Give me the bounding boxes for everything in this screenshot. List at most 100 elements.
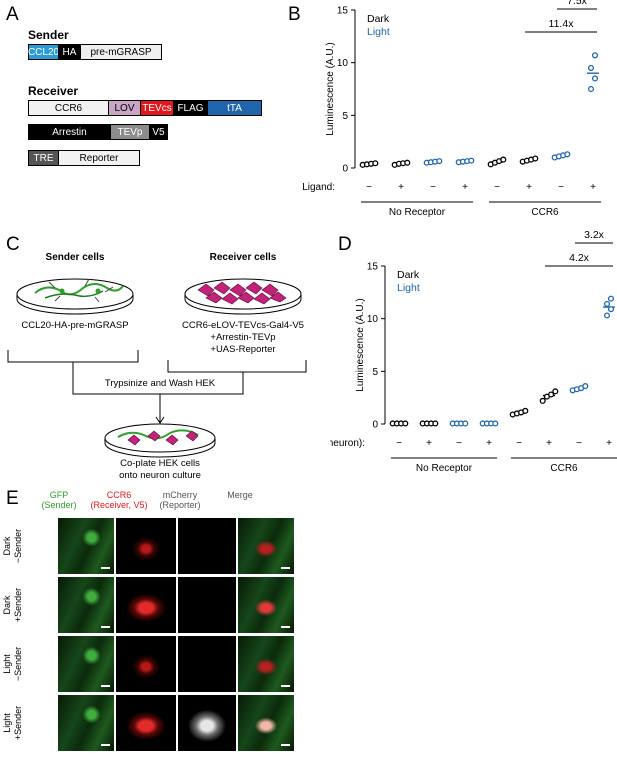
row-label-line1: Dark — [2, 536, 12, 556]
condition-axis-label: Ligand: — [302, 182, 335, 193]
data-point — [587, 64, 595, 71]
construct-segment-tta: tTA — [207, 101, 261, 115]
micrograph-r3-c1 — [116, 695, 176, 751]
micrograph-r3-c0 — [58, 695, 114, 751]
row-label-line2: −Sender — [13, 646, 23, 682]
micrograph-r3-c3 — [238, 695, 294, 751]
y-tick-label: 5 — [372, 367, 378, 378]
row-label-line2: +Sender — [13, 587, 23, 623]
data-point — [404, 159, 411, 166]
condition-label: − — [576, 438, 582, 449]
construct-segment-tevp: TEVp — [110, 125, 149, 139]
micrograph-r0-c1 — [116, 518, 176, 574]
coplate-label-2: onto neuron culture — [119, 470, 201, 480]
reporter-construct: TRE Reporter — [28, 150, 140, 166]
data-point — [552, 388, 559, 395]
condition-label: + — [426, 438, 432, 449]
column-header-ccr6-line1: CCR6 — [106, 490, 132, 500]
data-point — [436, 158, 443, 165]
micrograph-r0-c3 — [238, 518, 294, 574]
micrograph-row-label-1: Dark+Sender — [2, 585, 42, 625]
column-header-mcherry: mCherry (Reporter) — [150, 490, 210, 510]
column-header-ccr6-line2: (Receiver, V5) — [90, 500, 148, 510]
data-point — [500, 156, 507, 163]
construct-segment-ha: HA — [58, 45, 80, 59]
data-point — [607, 295, 615, 302]
condition-label: − — [494, 182, 500, 193]
scale-bar — [101, 567, 110, 569]
data-point — [468, 157, 475, 164]
data-point — [603, 300, 611, 307]
y-axis-label: Luminescence (A.U.) — [325, 42, 336, 135]
group-label: CCR6 — [550, 463, 578, 474]
construct-segment-ccr6: CCR6 — [29, 101, 108, 115]
y-tick-label: 0 — [342, 164, 348, 175]
micrograph-row-label-3: Light+Sender — [2, 703, 42, 743]
y-tick-label: 0 — [372, 420, 378, 431]
micrograph-r2-c0 — [58, 636, 114, 692]
data-point — [539, 397, 546, 404]
condition-label: − — [516, 438, 522, 449]
construct-segment-tevcs: TEVcs — [140, 101, 173, 115]
scale-bar — [281, 685, 290, 687]
flow-brackets — [7, 350, 307, 424]
micrograph-r2-c3 — [238, 636, 294, 692]
data-point — [587, 85, 595, 93]
y-tick-label: 10 — [337, 58, 349, 69]
receiver-cells-label-2: +Arrestin-TEVp — [210, 332, 275, 343]
micrograph-r1-c0 — [58, 577, 114, 633]
receiver-title: Receiver — [28, 84, 79, 98]
column-header-gfp: GFP (Sender) — [30, 490, 88, 510]
fold-change-label: 7.5x — [567, 0, 588, 7]
row-label-line2: −Sender — [13, 528, 23, 564]
panel-letter-d: D — [338, 234, 352, 255]
data-point — [591, 52, 599, 59]
sender-dish — [16, 278, 134, 315]
condition-label: + — [462, 182, 468, 193]
condition-label: + — [398, 182, 404, 193]
receiver-cells-label-1: CCR6-eLOV-TEVcs-Gal4-V5 — [182, 320, 304, 331]
group-label: No Receptor — [389, 207, 446, 218]
legend-entry: Dark — [367, 13, 390, 25]
micrograph-r2-c2 — [178, 636, 236, 692]
row-label-line2: +Sender — [13, 705, 23, 741]
micrograph-column-headers: GFP (Sender) CCR6 (Receiver, V5) mCherry… — [30, 490, 270, 514]
data-point — [492, 420, 499, 427]
condition-label: − — [558, 182, 564, 193]
column-header-mcherry-line1: mCherry — [162, 490, 198, 500]
condition-label: + — [606, 438, 612, 449]
scale-bar — [101, 744, 110, 746]
sender-construct: CCL20 HA pre-mGRASP — [28, 44, 162, 60]
micrograph-r3-c2 — [178, 695, 236, 751]
construct-segment-v5: V5 — [149, 125, 167, 139]
condition-label: + — [486, 438, 492, 449]
panel-letter-b: B — [288, 4, 301, 25]
scale-bar — [101, 626, 110, 628]
condition-label: + — [546, 438, 552, 449]
scale-bar — [281, 567, 290, 569]
construct-segment-arrestin: Arrestin — [29, 125, 110, 139]
condition-label: − — [366, 182, 372, 193]
condition-label: − — [430, 182, 436, 193]
row-label-line1: Light — [2, 654, 12, 674]
data-point — [603, 312, 611, 319]
column-header-gfp-line2: (Sender) — [41, 500, 77, 510]
scale-bar — [281, 744, 290, 746]
column-header-mcherry-line2: (Reporter) — [159, 500, 201, 510]
y-axis-label: Luminescence (A.U.) — [355, 298, 366, 391]
sender-cells-title: Sender cells — [46, 252, 105, 263]
micrograph-row-label-2: Light−Sender — [2, 644, 42, 684]
condition-label: + — [526, 182, 532, 193]
condition-axis-label: Sender (neuron): — [330, 438, 365, 449]
scale-bar — [281, 626, 290, 628]
construct-segment-reporter: Reporter — [58, 151, 139, 165]
group-label: No Receptor — [416, 463, 473, 474]
micrograph-r1-c1 — [116, 577, 176, 633]
data-point — [432, 420, 439, 427]
wash-label: Trypsinize and Wash HEK — [105, 378, 216, 389]
y-tick-label: 10 — [367, 314, 379, 325]
receiver-dish — [184, 278, 302, 315]
y-tick-label: 5 — [342, 111, 348, 122]
